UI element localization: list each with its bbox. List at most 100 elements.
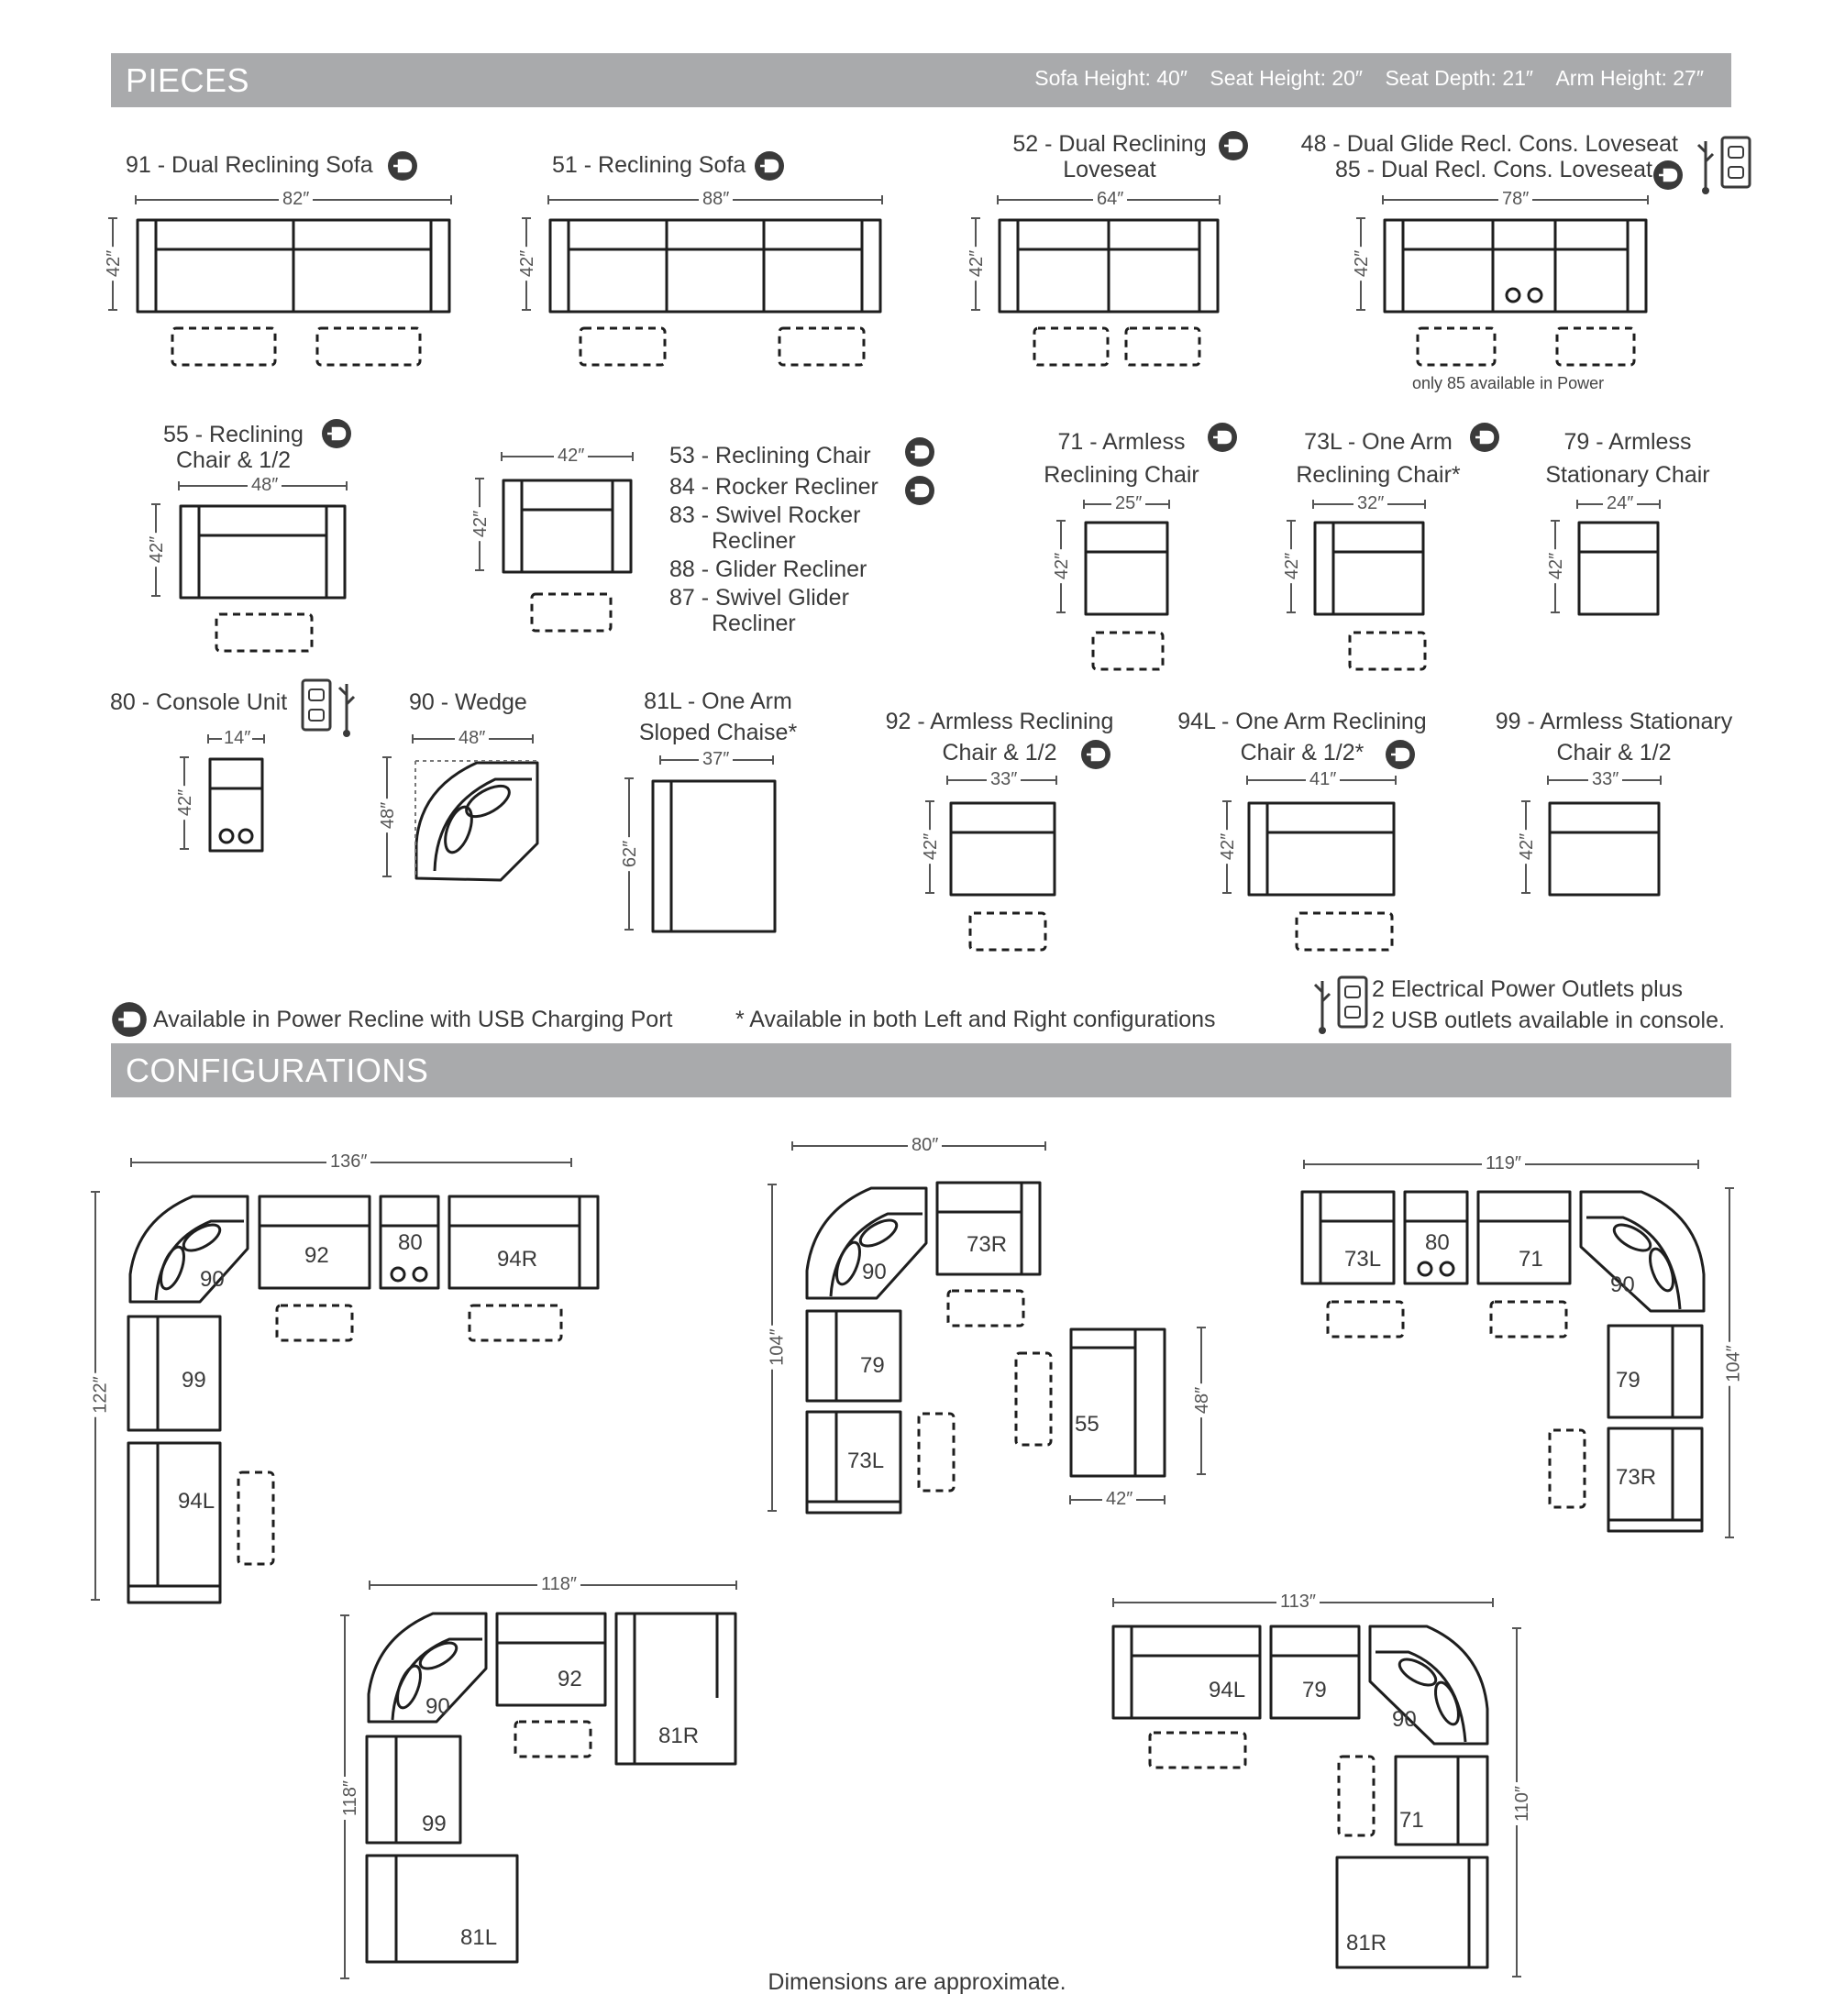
config-4-piece: 81L — [460, 1925, 498, 1950]
footer-note: Dimensions are approximate. — [768, 1969, 1066, 1995]
power-plug-icon — [1208, 423, 1237, 452]
dim-48-width: 78″ — [1498, 189, 1533, 210]
config-4-height: 118″ — [339, 1777, 361, 1820]
piece-51-label: 51 - Reclining Sofa — [552, 152, 746, 178]
configurations-title: CONFIGURATIONS — [126, 1052, 429, 1089]
config-1-width: 136″ — [326, 1151, 371, 1173]
config-1-piece: 92 — [304, 1243, 329, 1268]
power-plug-icon — [1219, 131, 1248, 160]
power-plug-icon — [1470, 423, 1499, 452]
dim-79-width: 24″ — [1603, 493, 1638, 514]
spec-seat-height: Seat Height: 20″ — [1210, 66, 1364, 90]
power-plug-icon — [1386, 740, 1415, 769]
power-plug-icon — [905, 437, 934, 467]
config-3-piece: 73L — [1344, 1247, 1382, 1272]
config-1-height: 122″ — [90, 1372, 112, 1417]
configurations-header: CONFIGURATIONS — [111, 1043, 1731, 1097]
dim-79-depth: 42″ — [1546, 548, 1568, 584]
config-4-piece: 81R — [658, 1724, 700, 1748]
pieces-header: PIECES Sofa Height: 40″ Seat Height: 20″… — [111, 53, 1731, 107]
power-plug-icon — [755, 151, 784, 181]
config-3-width: 119″ — [1482, 1153, 1525, 1174]
dim-48-depth: 42″ — [1352, 246, 1374, 281]
dim-99-depth: 42″ — [1517, 829, 1539, 865]
recline-footprints — [171, 326, 1636, 1837]
power-plug-icon — [1653, 160, 1683, 190]
config-3-piece: 90 — [1610, 1272, 1635, 1297]
config-5-width: 113″ — [1276, 1592, 1320, 1613]
dim-chair-width: 42″ — [554, 446, 589, 467]
config-5-piece: 90 — [1392, 1707, 1417, 1732]
dim-73l-width: 32″ — [1353, 493, 1388, 514]
legend-both-configs: * Available in both Left and Right confi… — [735, 1007, 1216, 1032]
config-3-piece: 79 — [1616, 1368, 1641, 1393]
config-4-width: 118″ — [537, 1574, 580, 1595]
piece-48-note: only 85 available in Power — [1412, 374, 1605, 392]
config-5-piece: 79 — [1302, 1678, 1327, 1702]
piece-80-label: 80 - Console Unit — [110, 689, 288, 715]
dim-92-depth: 42″ — [921, 829, 943, 865]
furniture-outlines — [127, 218, 1706, 1969]
power-plug-icon — [905, 476, 934, 505]
config-1-piece: 99 — [182, 1368, 206, 1393]
dim-55-width: 48″ — [248, 475, 282, 496]
config-5-piece: 81R — [1346, 1931, 1387, 1955]
power-plug-icon — [388, 151, 417, 181]
config-2-piece: 73L — [847, 1449, 885, 1473]
outlet-usb-icon — [1696, 136, 1751, 194]
config-4-piece: 90 — [425, 1694, 450, 1719]
config-2-piece: 73R — [967, 1232, 1008, 1257]
dim-81l-depth: 62″ — [620, 836, 642, 872]
config-5-piece: 71 — [1399, 1808, 1424, 1833]
config-5-piece: 94L — [1209, 1678, 1246, 1702]
power-plug-icon — [112, 1002, 147, 1037]
spec-seat-depth: Seat Depth: 21″ — [1385, 66, 1534, 90]
config-3-piece: 80 — [1425, 1230, 1450, 1255]
dim-51-width: 88″ — [699, 189, 734, 210]
dim-81l-width: 37″ — [699, 749, 734, 770]
dim-90-width: 48″ — [455, 728, 490, 749]
config-1-piece: 90 — [200, 1267, 225, 1292]
config-2-piece: 79 — [860, 1353, 885, 1378]
dim-80-width: 14″ — [222, 728, 253, 749]
power-plug-icon — [1081, 740, 1110, 769]
spec-arm-height: Arm Height: 27″ — [1555, 66, 1704, 90]
config-1-piece: 94L — [178, 1489, 215, 1514]
legend-power: Available in Power Recline with USB Char… — [153, 1007, 673, 1032]
dim-94l-width: 41″ — [1306, 769, 1341, 790]
config-2-width: 80″ — [908, 1135, 943, 1156]
chair-variants-list: 53 - Reclining Chair 84 - Rocker Recline… — [669, 443, 878, 636]
config-5-height: 110″ — [1511, 1782, 1533, 1825]
dim-55-depth: 42″ — [147, 532, 169, 567]
config-2-chair-depth: 48″ — [1192, 1383, 1214, 1418]
config-4-piece: 92 — [558, 1667, 582, 1691]
outlet-usb-icon — [1313, 975, 1368, 1034]
dim-51-depth: 42″ — [517, 246, 539, 281]
dim-99-width: 33″ — [1588, 769, 1623, 790]
dim-94l-depth: 42″ — [1218, 829, 1240, 865]
dim-92-width: 33″ — [987, 769, 1022, 790]
config-3-height: 104″ — [1723, 1341, 1745, 1386]
config-3-piece: 73R — [1616, 1465, 1657, 1490]
dim-91-width: 82″ — [279, 189, 314, 210]
dim-71-depth: 42″ — [1052, 548, 1074, 584]
power-plug-icon — [322, 419, 351, 448]
config-1-piece: 80 — [398, 1230, 423, 1255]
dim-73l-depth: 42″ — [1282, 548, 1304, 584]
spec-sofa-height: Sofa Height: 40″ — [1034, 66, 1188, 90]
piece-90-label: 90 - Wedge — [409, 689, 527, 715]
config-2-height: 104″ — [767, 1325, 789, 1370]
config-1-piece: 94R — [497, 1247, 538, 1272]
config-2-piece: 55 — [1075, 1412, 1099, 1437]
